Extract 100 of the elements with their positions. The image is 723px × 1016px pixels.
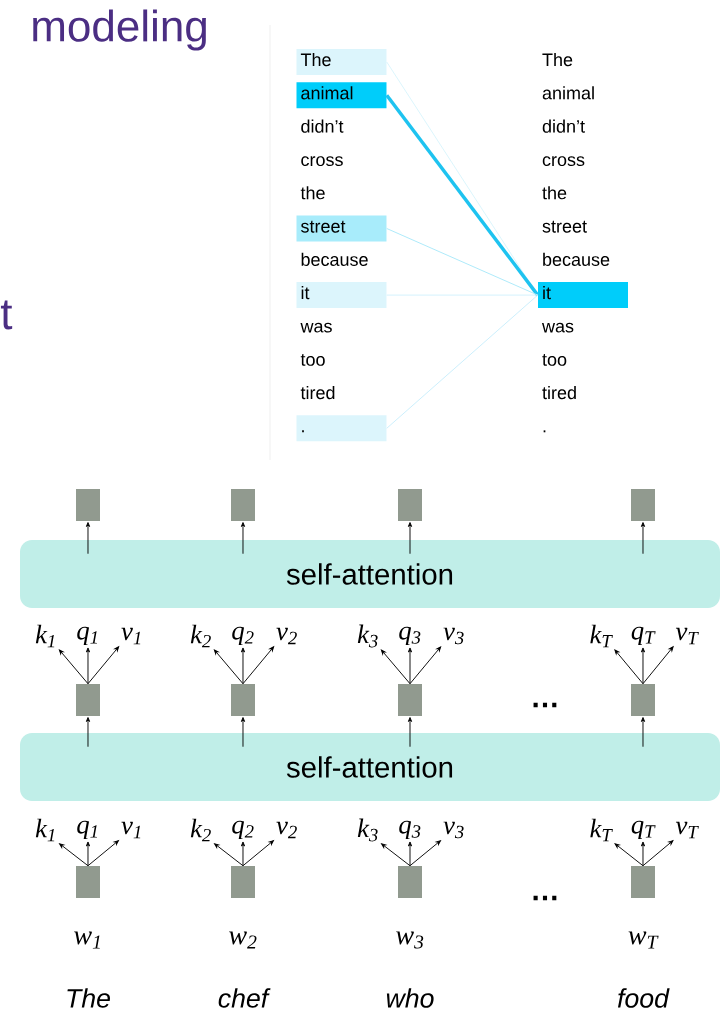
vector-label: q$_{T}$ [631,626,656,646]
word-label: The [296,49,387,75]
word-label: . [296,415,387,442]
word-label: food [617,988,670,1008]
word-label: street [542,220,587,233]
arrow [640,522,646,555]
arrow [213,649,244,685]
arrow [87,840,119,867]
arrow [214,843,244,867]
vector-label: k$_{2}$ [190,624,211,648]
vector-box [231,866,255,898]
vector-box [76,684,100,716]
arrow [240,717,246,748]
word-label: The [67,988,110,1008]
word-label: it [538,282,628,309]
word-label: didn’t [542,119,585,133]
vector-label: v$_{2}$ [276,627,297,645]
vector-label: w$_{T}$ [628,931,659,949]
vector-box [76,489,100,521]
vector-label: q$_{3}$ [399,820,421,840]
vector-label: v$_{1}$ [121,627,141,645]
arrow [87,646,120,685]
arrow [85,717,91,748]
word-label: who [386,988,434,1008]
vector-label: k$_{T}$ [590,818,613,842]
arrow [640,647,646,685]
vector-label: q$_{2}$ [232,820,254,840]
vector-box [631,684,655,716]
word-label: animal [542,86,594,100]
word-label: the [300,186,325,200]
self-attention-band: self-attention [20,733,720,801]
vector-label: k$_{3}$ [357,624,378,648]
vector-label: k$_{1}$ [35,624,55,648]
vector-label: v$_{T}$ [675,627,699,645]
word-label: too [300,354,325,366]
word-label: chef [218,988,271,1008]
word-label: was [542,322,574,333]
word-label: too [542,354,567,366]
vector-box [631,489,655,521]
arrow [242,840,274,867]
vector-label: v$_{2}$ [276,821,297,839]
word-label: because [301,252,368,266]
word-label: the [542,186,567,200]
word-label: cross [542,156,585,167]
attention-line [385,94,540,297]
vector-label: v$_{T}$ [675,821,699,839]
heading-text: modeling [33,9,206,51]
word-label: The [542,52,573,67]
word-label: because [543,252,610,266]
word-label: was [300,322,332,333]
heading-text: t [0,300,13,330]
arrow [58,649,89,685]
word-label: it [296,282,387,309]
arrow [240,522,246,555]
arrow [407,522,413,555]
arrow [409,840,441,867]
arrow [240,647,246,685]
vector-label: q$_{1}$ [77,820,97,840]
arrow [407,717,413,748]
vector-label: k$_{1}$ [35,818,55,842]
arrow [409,646,442,685]
arrow [381,843,411,867]
arrow [85,522,91,555]
vector-label: q$_{3}$ [399,626,421,646]
word-label: didn’t [301,119,344,133]
vector-box [231,684,255,716]
arrow [642,840,674,867]
ellipsis: … [533,895,557,901]
vector-box [631,866,655,898]
arrow [59,843,89,867]
self-attention-band: self-attention [20,540,720,608]
arrow [240,841,246,867]
word-label: animal [296,82,387,109]
vector-label: k$_{3}$ [357,818,378,842]
vector-box [231,489,255,521]
vector-label: w$_{1}$ [74,931,100,949]
vector-label: q$_{1}$ [77,626,97,646]
vector-label: v$_{3}$ [443,821,464,839]
attention-line [386,228,539,296]
vector-box [398,866,422,898]
vector-box [398,489,422,521]
word-label: tired [542,385,576,400]
vector-box [76,866,100,898]
vector-label: k$_{T}$ [590,624,613,648]
arrow [407,647,413,685]
arrow [85,841,91,867]
word-label: cross [301,156,343,167]
attention-line [386,294,539,429]
vector-label: k$_{2}$ [190,818,211,842]
arrow [640,841,646,867]
arrow [640,717,646,748]
word-label: tired [300,385,335,400]
arrow [85,647,91,685]
ellipsis: … [533,702,557,708]
arrow [242,646,275,685]
vector-label: q$_{2}$ [232,626,254,646]
vector-label: v$_{1}$ [121,821,141,839]
vector-label: v$_{3}$ [443,627,464,645]
arrow [380,649,411,685]
vector-box [398,684,422,716]
